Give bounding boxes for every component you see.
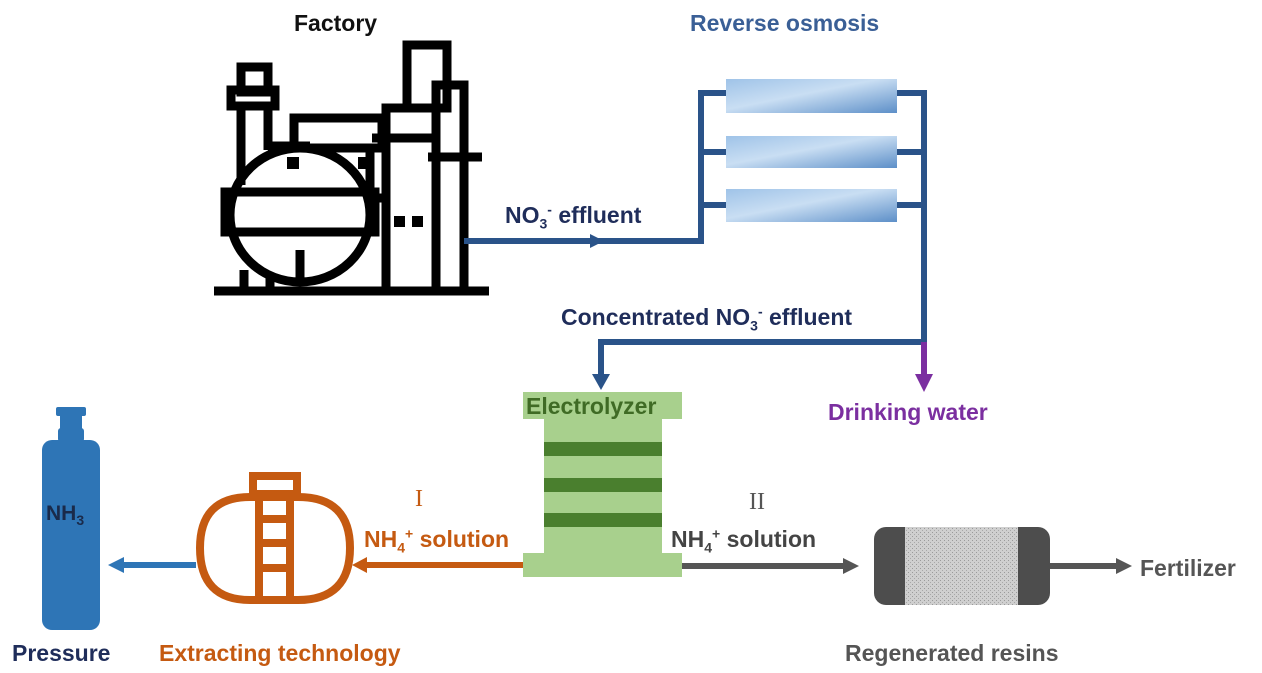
flow-arrow-icon	[590, 234, 604, 248]
route-two-numeral: II	[749, 489, 765, 515]
nh3-prefix: NH	[46, 502, 77, 525]
conc-superscript: -	[757, 303, 763, 320]
route-two-subscript: 4	[704, 539, 713, 556]
route-one-superscript: +	[405, 525, 414, 542]
no3-effluent-pipe	[464, 90, 726, 244]
route-two-suffix: solution	[720, 526, 817, 552]
conc-subscript: 3	[750, 317, 758, 334]
no3-suffix: effluent	[551, 202, 642, 228]
extracting-technology-label: Extracting technology	[159, 640, 401, 666]
conc-prefix: Concentrated NO	[561, 304, 751, 330]
conc-suffix: effluent	[762, 304, 853, 330]
no3-effluent-label: NO3- effluent	[505, 201, 642, 230]
route-one-prefix: NH	[364, 526, 398, 552]
route-two-label: NH4+ solution	[671, 525, 817, 554]
factory-label: Factory	[294, 10, 378, 36]
arrow-right-icon	[1116, 558, 1132, 574]
extracting-tank-icon	[195, 472, 355, 604]
membrane-tube	[726, 79, 897, 113]
regenerated-resins-label: Regenerated resins	[845, 640, 1059, 666]
fertilizer-label: Fertilizer	[1140, 555, 1236, 581]
no3-subscript: 3	[539, 215, 548, 232]
ro-outlet-pipe	[598, 90, 927, 378]
route-one-numeral: I	[415, 486, 423, 512]
electrolyzer-icon	[523, 392, 682, 577]
route-one-label: NH4+ solution	[364, 525, 510, 554]
route-two-prefix: NH	[671, 526, 705, 552]
resin-column-icon	[874, 527, 1050, 605]
arrow-left-icon	[108, 557, 124, 573]
route-one-subscript: 4	[397, 539, 406, 556]
no3-prefix: NO	[505, 202, 540, 228]
arrow-right-icon	[843, 558, 859, 574]
nh3-subscript: 3	[76, 512, 85, 529]
factory-windows	[287, 157, 423, 227]
arrow-down-icon	[915, 374, 933, 392]
drinking-water-label: Drinking water	[828, 399, 988, 425]
arrow-down-icon	[592, 374, 610, 390]
membrane-tube	[726, 189, 897, 222]
membrane-tube	[726, 136, 897, 168]
nh3-cylinder-icon	[42, 407, 100, 630]
route-one-suffix: solution	[413, 526, 510, 552]
nh3-label: NH3	[46, 502, 84, 527]
no3-superscript: -	[547, 201, 552, 218]
electrolyzer-label: Electrolyzer	[526, 393, 657, 419]
concentrated-no3-label: Concentrated NO3- effluent	[561, 303, 853, 332]
route-two-superscript: +	[712, 525, 721, 542]
factory-icon	[214, 40, 489, 296]
pressure-label: Pressure	[12, 640, 111, 666]
reverse-osmosis-label: Reverse osmosis	[690, 10, 880, 36]
arrow-left-icon	[352, 557, 367, 573]
reverse-osmosis-membranes	[726, 79, 897, 222]
